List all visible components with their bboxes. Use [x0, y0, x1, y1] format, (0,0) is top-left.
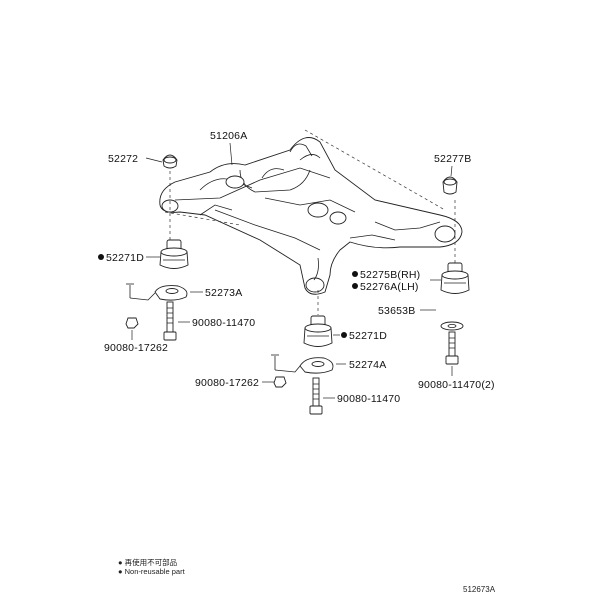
legend: ● 再使用不可部品 ● Non-reusable part: [118, 558, 185, 576]
stopper-upper-right: [442, 176, 458, 195]
label-52272: 52272: [108, 153, 138, 165]
label-52274A: 52274A: [349, 359, 386, 371]
nut-center: [273, 376, 287, 388]
label-bolt-left: 90080-11470: [192, 317, 255, 329]
non-reusable-mark-rh: [352, 271, 358, 277]
nut-left: [125, 317, 139, 329]
label-cushion-rh: 52275B(RH): [360, 269, 420, 281]
crossmember-frame: [159, 137, 463, 295]
label-51206A: 51206A: [210, 130, 247, 142]
label-cushion-left: 52271D: [106, 252, 144, 264]
non-reusable-mark-center: [341, 332, 347, 338]
cushion-right: [440, 262, 470, 294]
legend-line-1: ● 再使用不可部品: [118, 558, 178, 567]
retainer-left: [154, 285, 188, 301]
bolt-center: [309, 377, 323, 415]
bolt-left: [163, 301, 177, 341]
bolt-right: [445, 331, 459, 365]
label-53653B: 53653B: [378, 305, 415, 317]
label-cushion-lh: 52276A(LH): [360, 281, 419, 293]
non-reusable-mark-left: [98, 254, 104, 260]
label-cushion-center: 52271D: [349, 330, 387, 342]
label-nut-left: 90080-17262: [104, 342, 168, 354]
plate-right: [440, 321, 464, 331]
label-nut-center: 90080-17262: [195, 377, 259, 389]
label-bolt-center: 90080-11470: [337, 393, 400, 405]
label-52273A: 52273A: [205, 287, 242, 299]
cushion-left: [159, 239, 189, 269]
retainer-center: [299, 357, 334, 374]
non-reusable-mark-lh: [352, 283, 358, 289]
legend-line-2: ● Non-reusable part: [118, 567, 185, 576]
cushion-center: [303, 315, 333, 347]
label-bolt-right: 90080-11470(2): [418, 379, 495, 391]
label-52277B: 52277B: [434, 153, 471, 165]
diagram-code: 512673A: [463, 585, 496, 594]
stopper-upper-left: [162, 154, 178, 169]
